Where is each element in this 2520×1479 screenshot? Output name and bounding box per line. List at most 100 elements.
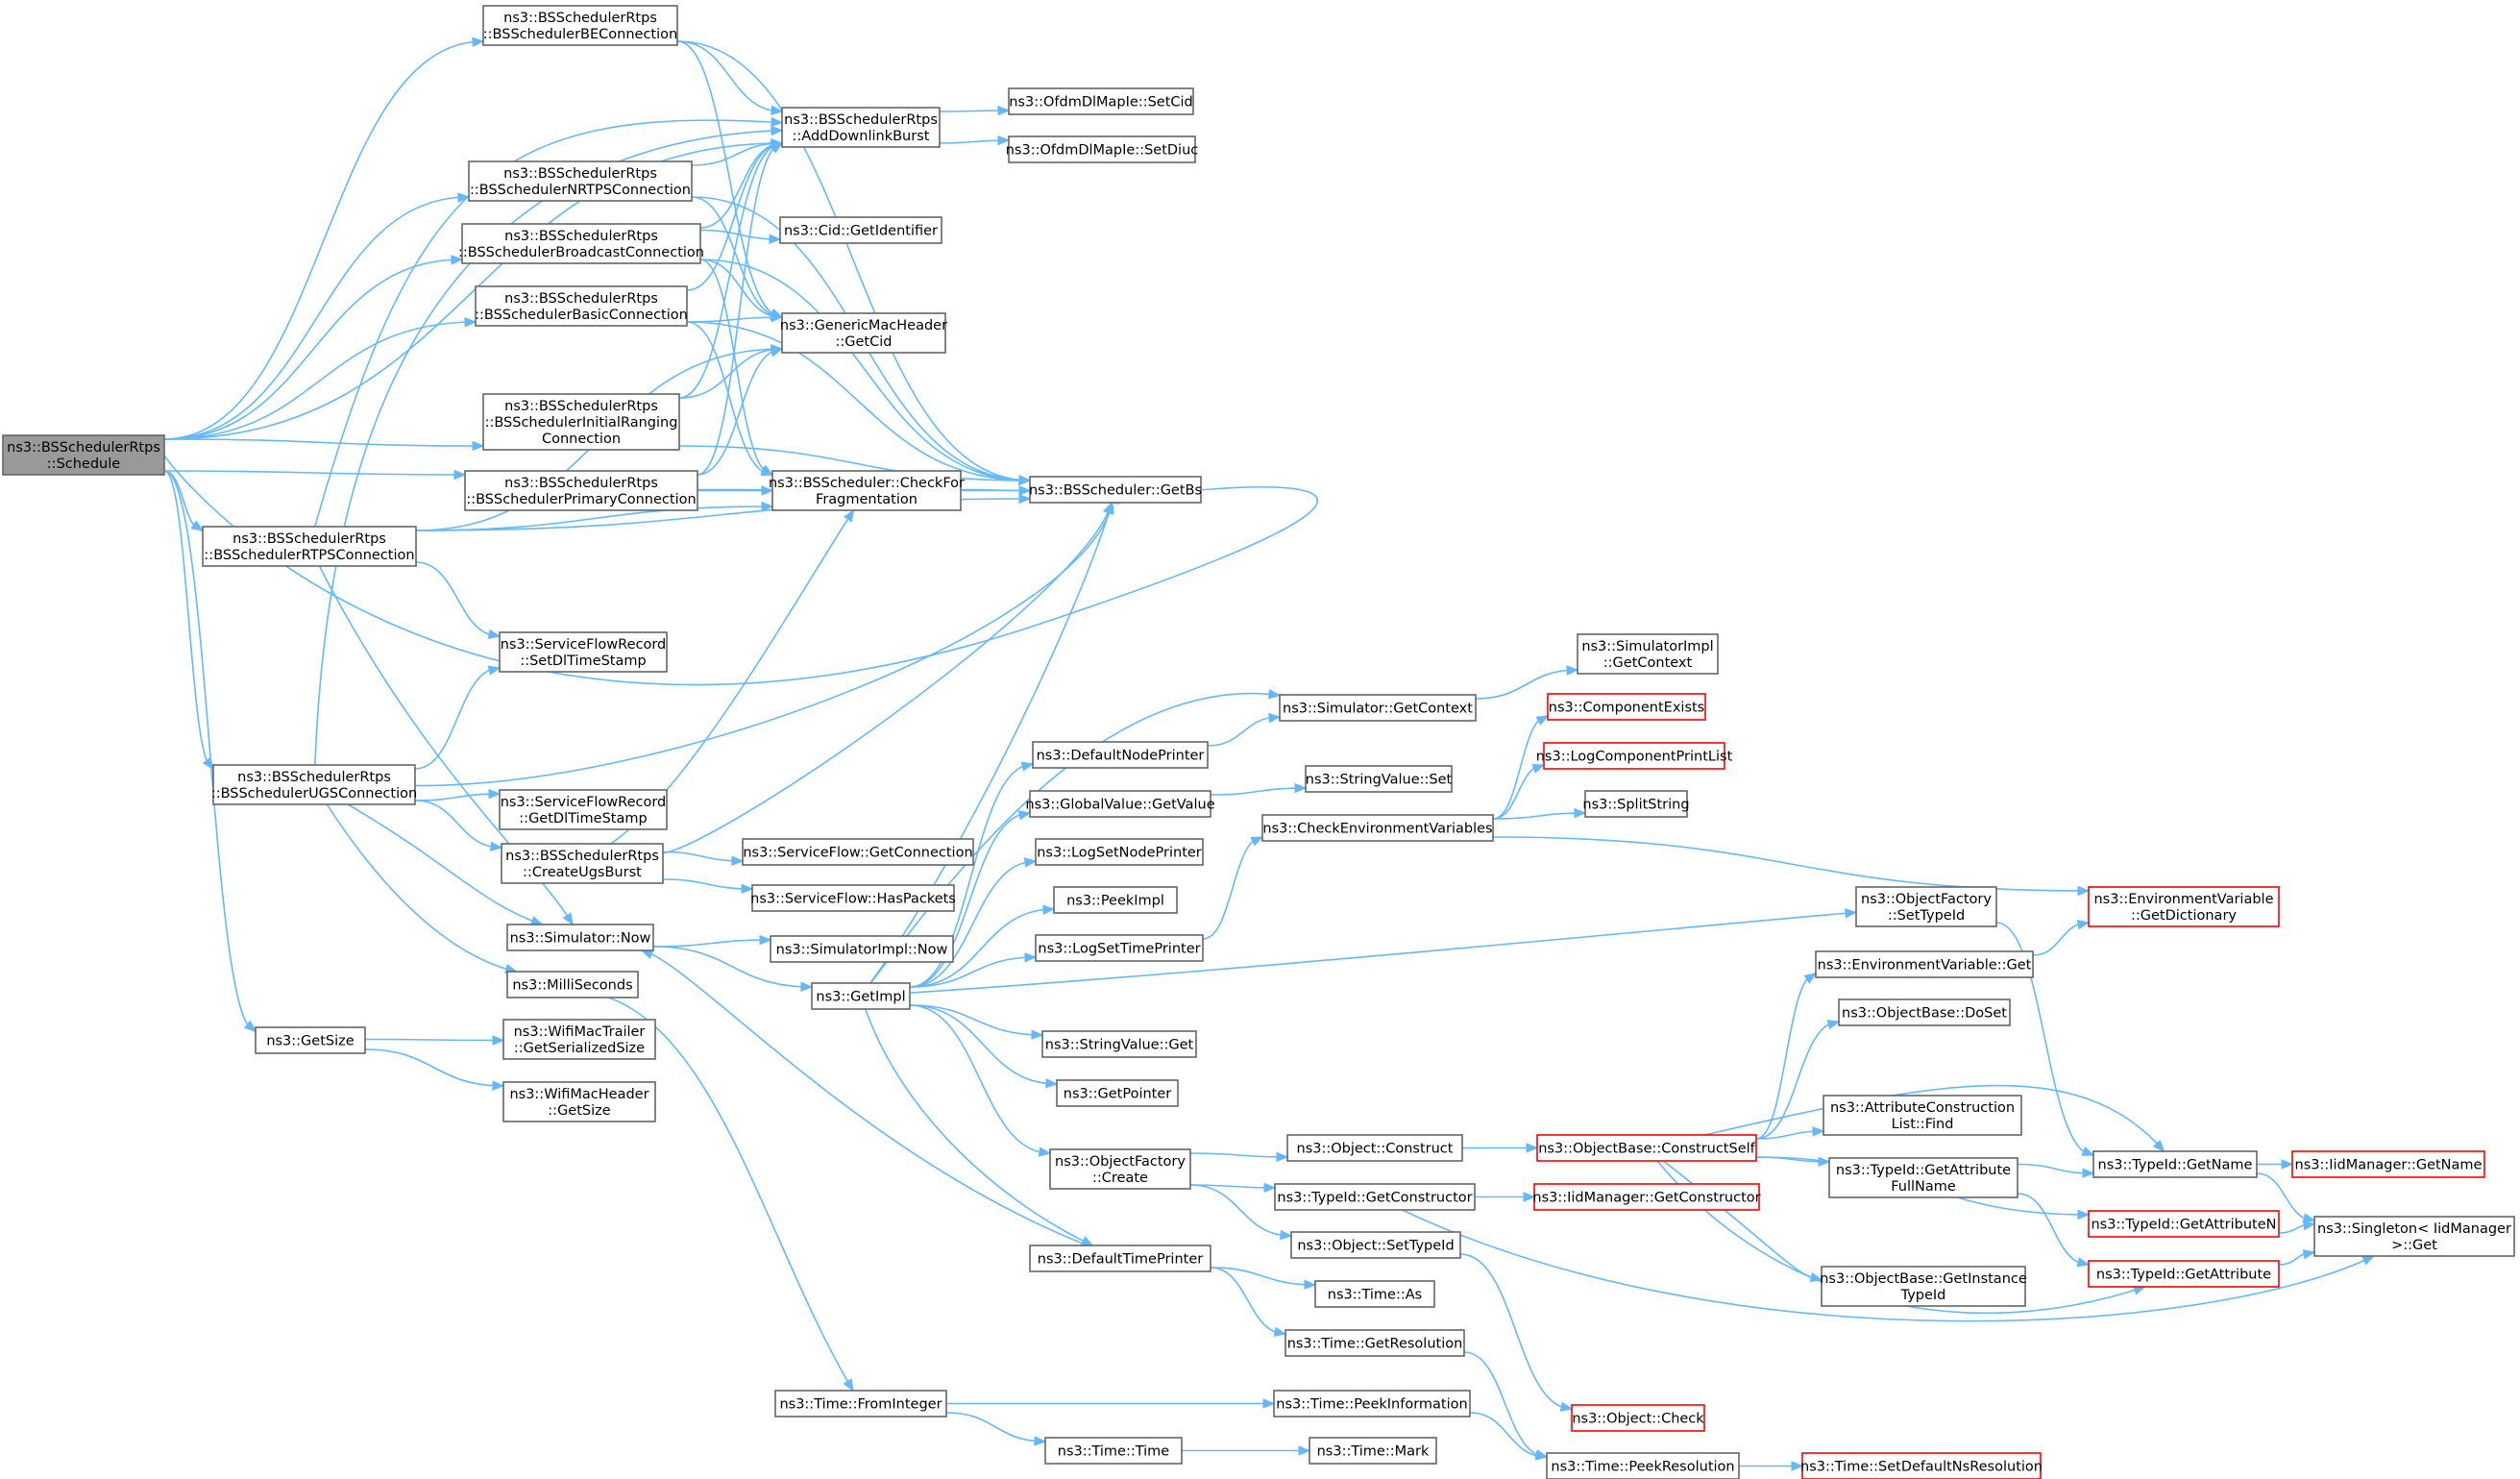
node-timeas[interactable]: ns3::Time::As <box>1314 1280 1435 1308</box>
node-fromint[interactable]: ns3::Time::FromInteger <box>774 1390 947 1417</box>
node-box <box>751 884 955 912</box>
node-compexists[interactable]: ns3::ComponentExists <box>1547 693 1706 721</box>
node-gvgetval[interactable]: ns3::GlobalValue::GetValue <box>1025 790 1215 818</box>
node-getattrn[interactable]: ns3::TypeId::GetAttributeN <box>2088 1210 2280 1238</box>
node-label: ns3::PeekImpl <box>1066 893 1164 908</box>
node-adddl[interactable]: ns3::BSSchedulerRtps::AddDownlinkBurst <box>781 107 941 148</box>
node-simgetctx[interactable]: ns3::Simulator::GetContext <box>1279 694 1477 722</box>
node-getdlts[interactable]: ns3::ServiceFlowRecord::GetDlTimeStamp <box>499 789 668 830</box>
edge-arrowhead <box>1294 782 1308 794</box>
node-svset[interactable]: ns3::StringValue::Set <box>1305 765 1453 793</box>
node-checkenv[interactable]: ns3::CheckEnvironmentVariables <box>1261 814 1494 842</box>
edge-arrowhead <box>771 125 784 136</box>
edge-line <box>1703 1084 2165 1152</box>
node-setdlts[interactable]: ns3::ServiceFlowRecord::SetDlTimeStamp <box>499 631 668 673</box>
node-be[interactable]: ns3::BSSchedulerRtps::BSSchedulerBEConne… <box>482 5 678 46</box>
edge-primary-to-getcid <box>697 347 784 476</box>
node-logsettp[interactable]: ns3::LogSetTimePrinter <box>1035 934 1204 962</box>
node-ugsburst[interactable]: ns3::BSSchedulerRtps::CreateUgsBurst <box>501 843 664 884</box>
node-getimpl[interactable]: ns3::GetImpl <box>811 982 911 1010</box>
edge-line <box>163 438 484 447</box>
node-singletonget[interactable]: ns3::Singleton< IidManager>::Get <box>2313 1216 2515 1257</box>
node-label: ::GetDlTimeStamp <box>519 811 647 826</box>
node-objcheck[interactable]: ns3::Object::Check <box>1571 1404 1705 1432</box>
node-svget[interactable]: ns3::StringValue::Get <box>1041 1030 1197 1058</box>
node-logsetnp[interactable]: ns3::LogSetNodePrinter <box>1035 838 1204 866</box>
node-setdiuc[interactable]: ns3::OfdmDlMapIe::SetDiuc <box>1006 136 1199 163</box>
edge-line <box>686 321 1031 481</box>
node-obdoset[interactable]: ns3::ObjectBase::DoSet <box>1838 998 2011 1026</box>
node-rtps[interactable]: ns3::BSSchedulerRtps::BSSchedulerRTPSCon… <box>202 526 417 567</box>
node-iidgetname[interactable]: ns3::IidManager::GetName <box>2291 1150 2485 1178</box>
node-iidgetctor[interactable]: ns3::IidManager::GetConstructor <box>1532 1183 1761 1211</box>
node-bcast[interactable]: ns3::BSSchedulerRtps::BSSchedulerBroadca… <box>458 223 704 264</box>
node-headersz[interactable]: ns3::WifiMacHeader::GetSize <box>502 1081 656 1122</box>
node-label: ::GetContext <box>1603 655 1693 671</box>
edge-line <box>909 1004 1043 1036</box>
node-getsize[interactable]: ns3::GetSize <box>255 1026 366 1054</box>
node-envget[interactable]: ns3::EnvironmentVariable::Get <box>1815 950 2034 978</box>
node-setcid[interactable]: ns3::OfdmDlMapIe::SetCid <box>1008 87 1194 115</box>
node-timegetres[interactable]: ns3::Time::GetResolution <box>1284 1329 1465 1357</box>
edge-arrowhead <box>771 344 784 355</box>
node-ugs[interactable]: ns3::BSSchedulerRtps::BSSchedulerUGSConn… <box>211 764 417 805</box>
node-setdefres[interactable]: ns3::Time::SetDefaultNsResolution <box>1800 1452 2043 1479</box>
edge-arrowhead <box>1017 810 1032 821</box>
node-millis[interactable]: ns3::MilliSeconds <box>506 971 639 998</box>
node-ranging[interactable]: ns3::BSSchedulerRtps::BSSchedulerInitial… <box>482 393 680 451</box>
node-getptr[interactable]: ns3::GetPointer <box>1056 1079 1179 1107</box>
node-objconstruct[interactable]: ns3::Object::Construct <box>1286 1134 1463 1162</box>
node-constructself[interactable]: ns3::ObjectBase::ConstructSelf <box>1536 1134 1757 1162</box>
node-getattr[interactable]: ns3::TypeId::GetAttribute <box>2088 1260 2280 1288</box>
node-getconn[interactable]: ns3::ServiceFlow::GetConnection <box>742 838 974 866</box>
edge-envget-to-envdict <box>2032 920 2091 956</box>
edge-schedule-to-ranging <box>163 438 485 452</box>
node-haspkts[interactable]: ns3::ServiceFlow::HasPackets <box>750 884 956 912</box>
node-nrtps[interactable]: ns3::BSSchedulerRtps::BSSchedulerNRTPSCo… <box>468 160 693 202</box>
node-timetime[interactable]: ns3::Time::Time <box>1044 1437 1183 1465</box>
edge-arrowhead <box>2081 1146 2095 1156</box>
node-simnow[interactable]: ns3::Simulator::Now <box>506 924 654 951</box>
edge-line <box>163 470 214 770</box>
node-tidgetctor[interactable]: ns3::TypeId::GetConstructor <box>1274 1183 1476 1211</box>
edge-arrowhead <box>487 665 502 676</box>
node-getcid[interactable]: ns3::GenericMacHeader::GetCid <box>780 312 947 354</box>
node-box <box>502 1019 656 1060</box>
edge-arrowhead <box>472 37 485 47</box>
node-mark[interactable]: ns3::Time::Mark <box>1309 1437 1437 1465</box>
node-peekinfo[interactable]: ns3::Time::PeekInformation <box>1273 1390 1471 1417</box>
node-ofcreate[interactable]: ns3::ObjectFactory::Create <box>1049 1148 1191 1190</box>
node-logcpl[interactable]: ns3::LogComponentPrintList <box>1536 742 1733 770</box>
node-primary[interactable]: ns3::BSSchedulerRtps::BSSchedulerPrimary… <box>464 470 698 511</box>
node-splitstr[interactable]: ns3::SplitString <box>1582 790 1690 818</box>
node-label: ::SetDlTimeStamp <box>520 653 646 669</box>
edge-logsettp-to-checkenv <box>1202 836 1264 940</box>
node-objsettid[interactable]: ns3::Object::SetTypeId <box>1290 1231 1461 1259</box>
node-label: ::BSSchedulerPrimaryConnection <box>466 492 696 507</box>
node-implnow[interactable]: ns3::SimulatorImpl::Now <box>770 935 954 963</box>
node-label: ns3::ObjectBase::ConstructSelf <box>1538 1141 1755 1156</box>
node-cidgetid[interactable]: ns3::Cid::GetIdentifier <box>779 216 942 244</box>
node-deftimepr[interactable]: ns3::DefaultTimePrinter <box>1029 1245 1211 1272</box>
node-box <box>1838 998 2011 1026</box>
node-defnodepr[interactable]: ns3::DefaultNodePrinter <box>1032 741 1209 769</box>
edge-schedule-to-basic <box>163 316 477 440</box>
node-tidgetname[interactable]: ns3::TypeId::GetName <box>2092 1150 2258 1178</box>
edge-arrowhead <box>2076 1257 2091 1268</box>
node-getbs[interactable]: ns3::BSScheduler::GetBs <box>1029 476 1202 504</box>
node-implgetctx[interactable]: ns3::SimulatorImpl::GetContext <box>1577 633 1719 675</box>
node-envdict[interactable]: ns3::EnvironmentVariable::GetDictionary <box>2088 886 2280 927</box>
node-basic[interactable]: ns3::BSSchedulerRtps::BSSchedulerBasicCo… <box>475 285 688 327</box>
node-peekimpl[interactable]: ns3::PeekImpl <box>1053 886 1178 914</box>
node-trailersz[interactable]: ns3::WifiMacTrailer::GetSerializedSize <box>502 1019 656 1060</box>
node-ofsettid[interactable]: ns3::ObjectFactory::SetTypeId <box>1855 886 1997 927</box>
node-schedule[interactable]: ns3::BSSchedulerRtps::Schedule <box>2 434 165 476</box>
node-box <box>1044 1437 1183 1465</box>
edge-line <box>697 142 783 476</box>
node-box <box>202 526 417 567</box>
node-peekres[interactable]: ns3::Time::PeekResolution <box>1546 1452 1740 1479</box>
